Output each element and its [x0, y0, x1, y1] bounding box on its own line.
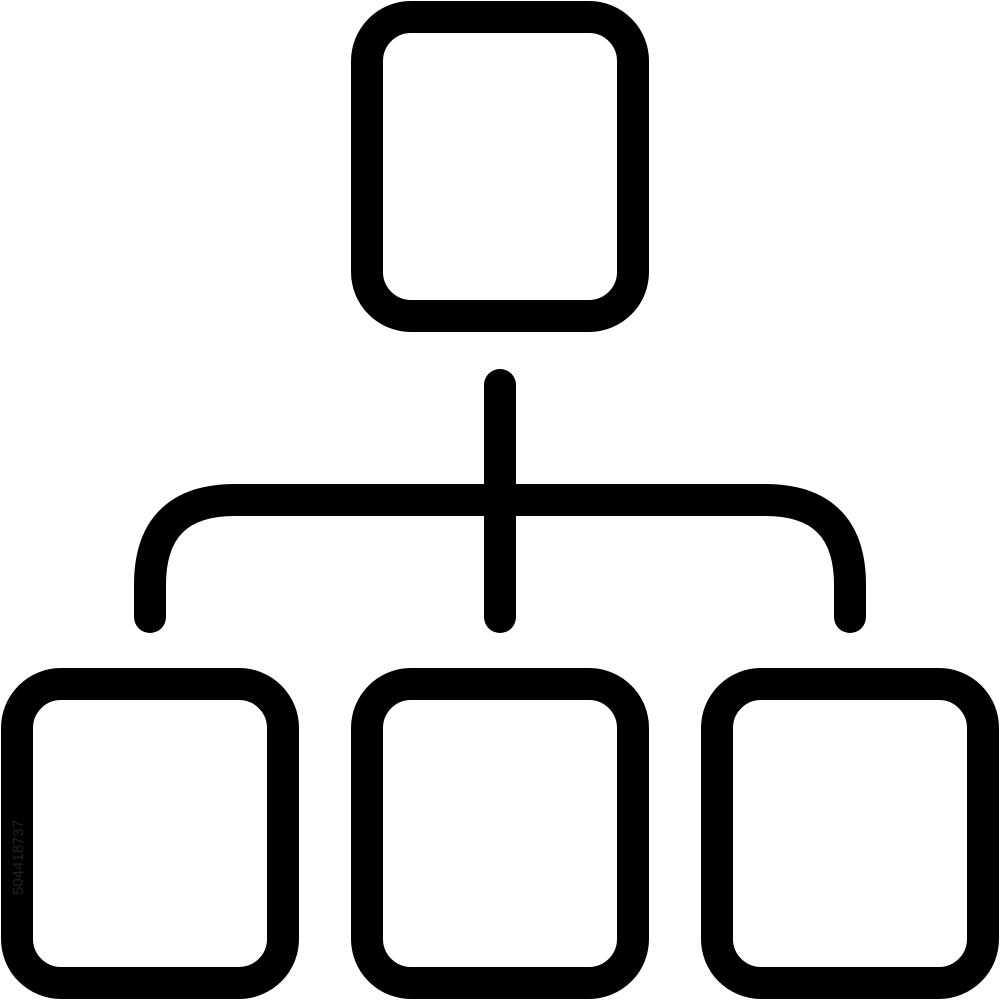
stock-id-watermark: 504418737	[10, 765, 28, 895]
bottom-left-node-box	[1, 668, 299, 999]
branch-connector-line	[134, 484, 866, 633]
bottom-center-node-box	[351, 668, 649, 999]
bottom-right-node-box	[701, 668, 999, 999]
top-node-box	[351, 1, 649, 332]
stock-id-text: 504418737	[10, 819, 27, 895]
